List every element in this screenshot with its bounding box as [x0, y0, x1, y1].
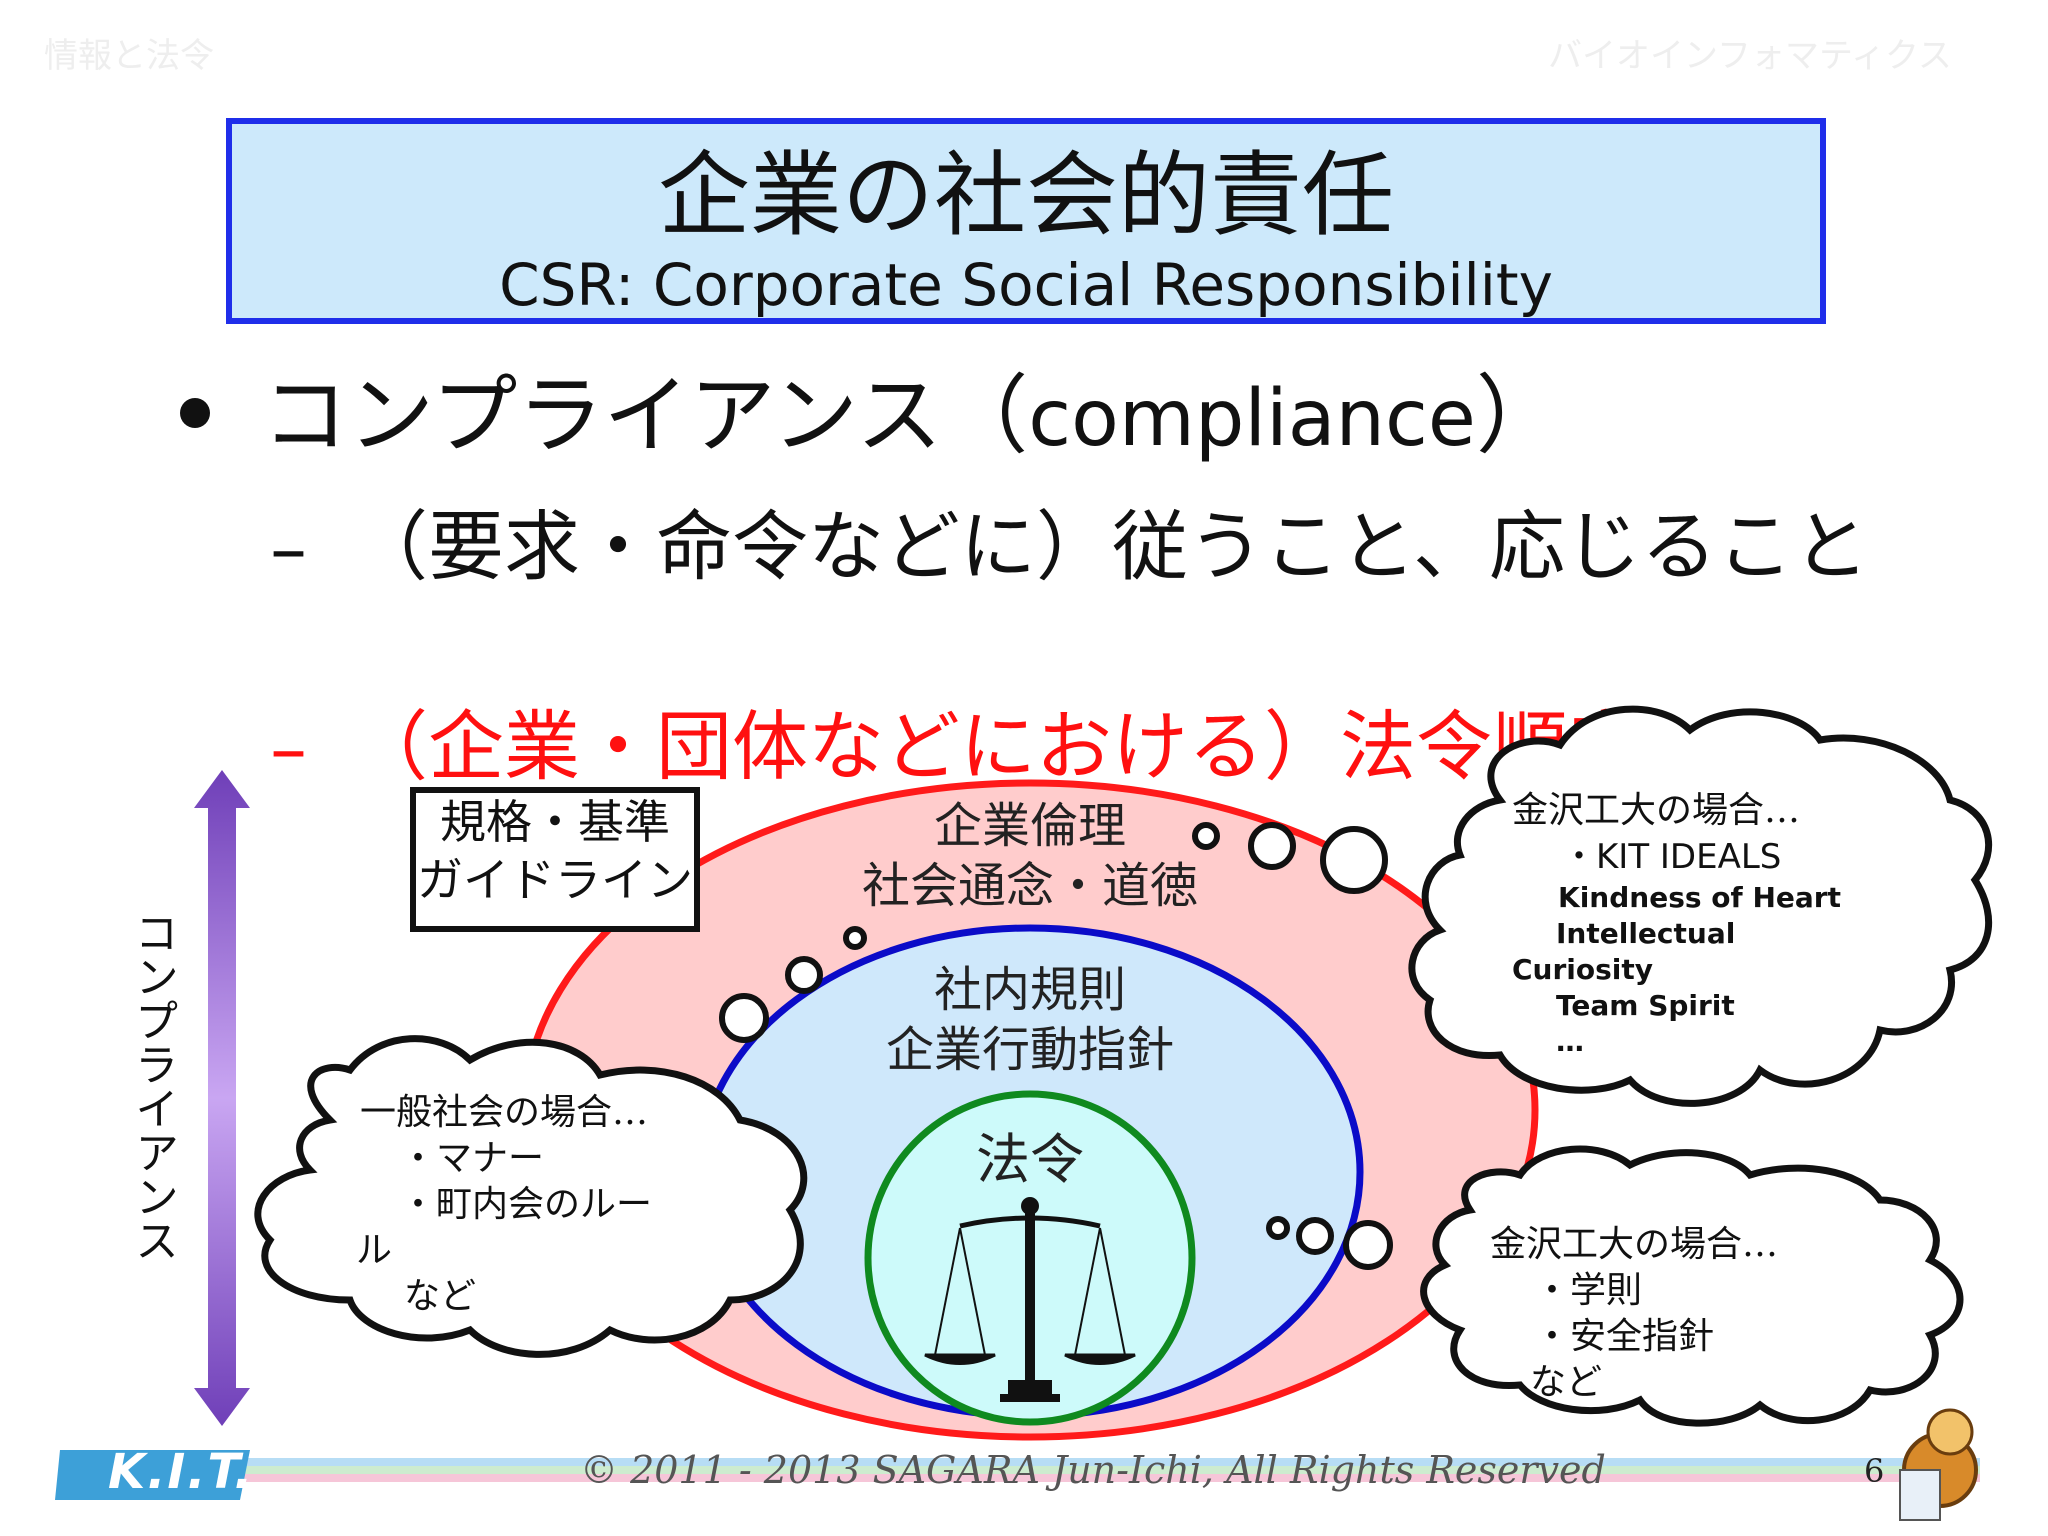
ideal-kindness: Kindness of Heart	[1558, 881, 1841, 914]
sub-bullet-definition: （要求・命令などに）従うこと、応じること	[352, 502, 1869, 591]
internal-rules-line-1: 社内規則	[933, 962, 1126, 1018]
title-japanese: 企業の社会的責任	[657, 142, 1394, 249]
ethics-label: 企業倫理 社会通念・道徳	[830, 796, 1230, 916]
ethics-line-1: 企業倫理	[933, 798, 1126, 854]
law-label: 法令	[976, 1128, 1084, 1191]
title-box: 企業の社会的責任 CSR: Corporate Social Responsib…	[226, 118, 1826, 324]
title-english: CSR: Corporate Social Responsibility	[499, 251, 1553, 319]
cloud-kit-rules-etc: など	[1530, 1362, 1603, 1403]
ideal-team-spirit: Team Spirit	[1556, 989, 1735, 1022]
cloud-kit-rules-heading: 金沢工大の場合…	[1490, 1224, 1779, 1265]
sub-bullet-legal-compliance: （企業・団体などにおける）法令順守	[352, 702, 1644, 791]
internal-rules-label: 社内規則 企業行動指針	[830, 960, 1230, 1080]
thought-dots-top	[1192, 822, 1388, 894]
footer-band	[55, 1450, 1980, 1500]
cloud-general-item-manners: ・マナー	[400, 1138, 545, 1179]
cloud-kit-rules	[1420, 1145, 1964, 1427]
page-number: 6	[1864, 1452, 1885, 1490]
header-left-ghost: 情報と法令	[44, 36, 214, 76]
cloud-general-etc: など	[404, 1276, 477, 1317]
thought-dots-left	[719, 926, 867, 1043]
kit-logo: K.I.T.	[108, 1444, 255, 1500]
standards-line-2: ガイドライン	[417, 853, 693, 907]
cloud-general-heading: 一般社会の場合…	[360, 1092, 649, 1133]
cloud-general	[254, 1035, 808, 1358]
cloud-kit-ideals-text: 金沢工大の場合… ・KIT IDEALS Kindness of Heart I…	[1512, 788, 1841, 1060]
cloud-kit-rules-text: 金沢工大の場合… ・学則 ・安全指針 など	[1490, 1222, 1778, 1406]
thought-dots-bottom	[1266, 1216, 1393, 1270]
bullet-dot	[180, 398, 210, 428]
bullet-compliance-close: ）	[1475, 366, 1562, 466]
standards-line-1: 規格・基準	[440, 795, 670, 849]
footer-copyright: © 2011 - 2013 SAGARA Jun-Ichi, All Right…	[580, 1448, 1606, 1492]
sub-bullet-dash-red: –	[270, 706, 307, 792]
ideal-ellipsis: …	[1556, 1025, 1584, 1058]
cloud-kit-ideals-item: ・KIT IDEALS	[1562, 837, 1782, 877]
compliance-double-arrow	[194, 770, 250, 1426]
cloud-general-item-rules-cont: ル	[356, 1230, 393, 1271]
bullet-compliance-en: compliance	[1028, 374, 1476, 464]
internal-rules-line-2: 企業行動指針	[885, 1022, 1174, 1078]
sub-bullet-dash: –	[270, 506, 307, 592]
ideal-intellectual: Intellectual	[1556, 917, 1736, 950]
scales-icon	[924, 1197, 1136, 1402]
compliance-vertical-label: コンプライアンス	[127, 910, 178, 1262]
cloud-kit-rules-item-safety: ・安全指針	[1534, 1316, 1715, 1357]
standards-guidelines-box: 規格・基準 ガイドライン	[410, 787, 700, 932]
cloud-general-item-rules: ・町内会のルー	[400, 1184, 653, 1225]
cloud-kit-rules-item-regulations: ・学則	[1534, 1270, 1643, 1311]
cloud-kit-ideals-heading: 金沢工大の場合…	[1512, 790, 1801, 831]
cloud-general-text: 一般社会の場合… ・マナー ・町内会のルー ル など	[356, 1090, 653, 1320]
bullet-compliance-jp: コンプライアンス（	[262, 366, 1029, 466]
ethics-line-2: 社会通念・道徳	[861, 858, 1198, 914]
cloud-kit-ideals	[1408, 705, 1993, 1107]
header-right-ghost: バイオインフォマティクス	[1548, 36, 1952, 76]
ideal-curiosity: Curiosity	[1512, 953, 1654, 986]
bullet-compliance: コンプライアンス（compliance）	[262, 366, 1562, 469]
mascot-icon	[1899, 1408, 1978, 1521]
